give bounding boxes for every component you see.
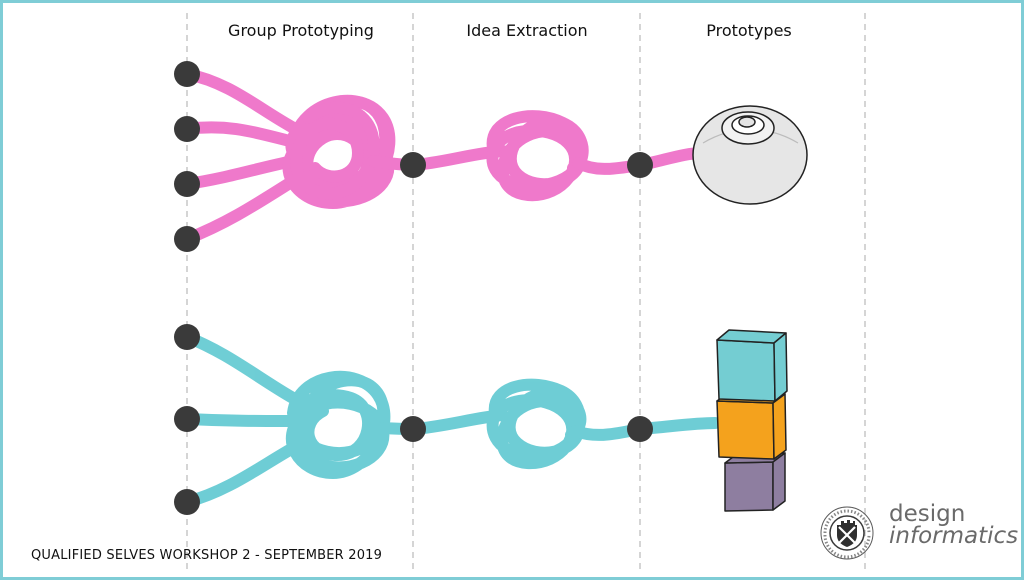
participant-node — [174, 226, 200, 252]
participant-node — [174, 171, 200, 197]
stage-node — [627, 152, 653, 178]
column-title-idea-extraction: Idea Extraction — [466, 21, 588, 40]
teal-group-tangle — [285, 370, 391, 479]
pink-group-tangle — [290, 101, 380, 200]
cube-bottom — [724, 452, 786, 512]
department-wordmark: design informatics — [889, 501, 1019, 549]
participant-node — [174, 61, 200, 87]
pink-input-strand — [181, 175, 299, 245]
teal-input-strand — [181, 331, 299, 404]
stage-node — [400, 416, 426, 442]
teal-idea-tangle — [486, 378, 587, 470]
cube-top — [716, 329, 788, 402]
wordmark-line-1: design — [889, 501, 966, 527]
pink-input-strand — [181, 155, 299, 190]
process-diagram — [174, 13, 866, 573]
stage-node — [627, 416, 653, 442]
column-title-group-prototyping: Group Prototyping — [228, 21, 374, 40]
column-title-prototypes: Prototypes — [706, 21, 792, 40]
device-body — [692, 105, 808, 205]
node-group — [174, 61, 653, 515]
stage-node — [400, 152, 426, 178]
participant-node — [174, 116, 200, 142]
footer-caption: QUALIFIED SELVES WORKSHOP 2 - SEPTEMBER … — [31, 548, 383, 563]
wordmark-line-2: informatics — [889, 523, 1019, 549]
pink-input-strand — [181, 68, 309, 139]
cube-middle — [716, 391, 787, 460]
university-logo: design informatics — [811, 503, 1021, 563]
participant-node — [174, 489, 200, 515]
round-device-prototype — [692, 105, 808, 205]
participant-node — [174, 406, 200, 432]
participant-node — [174, 324, 200, 350]
teal-input-strand — [181, 442, 299, 508]
university-seal-icon — [820, 506, 874, 560]
teal-input-strand — [181, 413, 299, 427]
pink-idea-tangle — [486, 110, 589, 202]
stacked-cubes-prototype — [716, 329, 788, 512]
device-button — [738, 116, 756, 128]
pink-input-strand — [181, 121, 304, 149]
